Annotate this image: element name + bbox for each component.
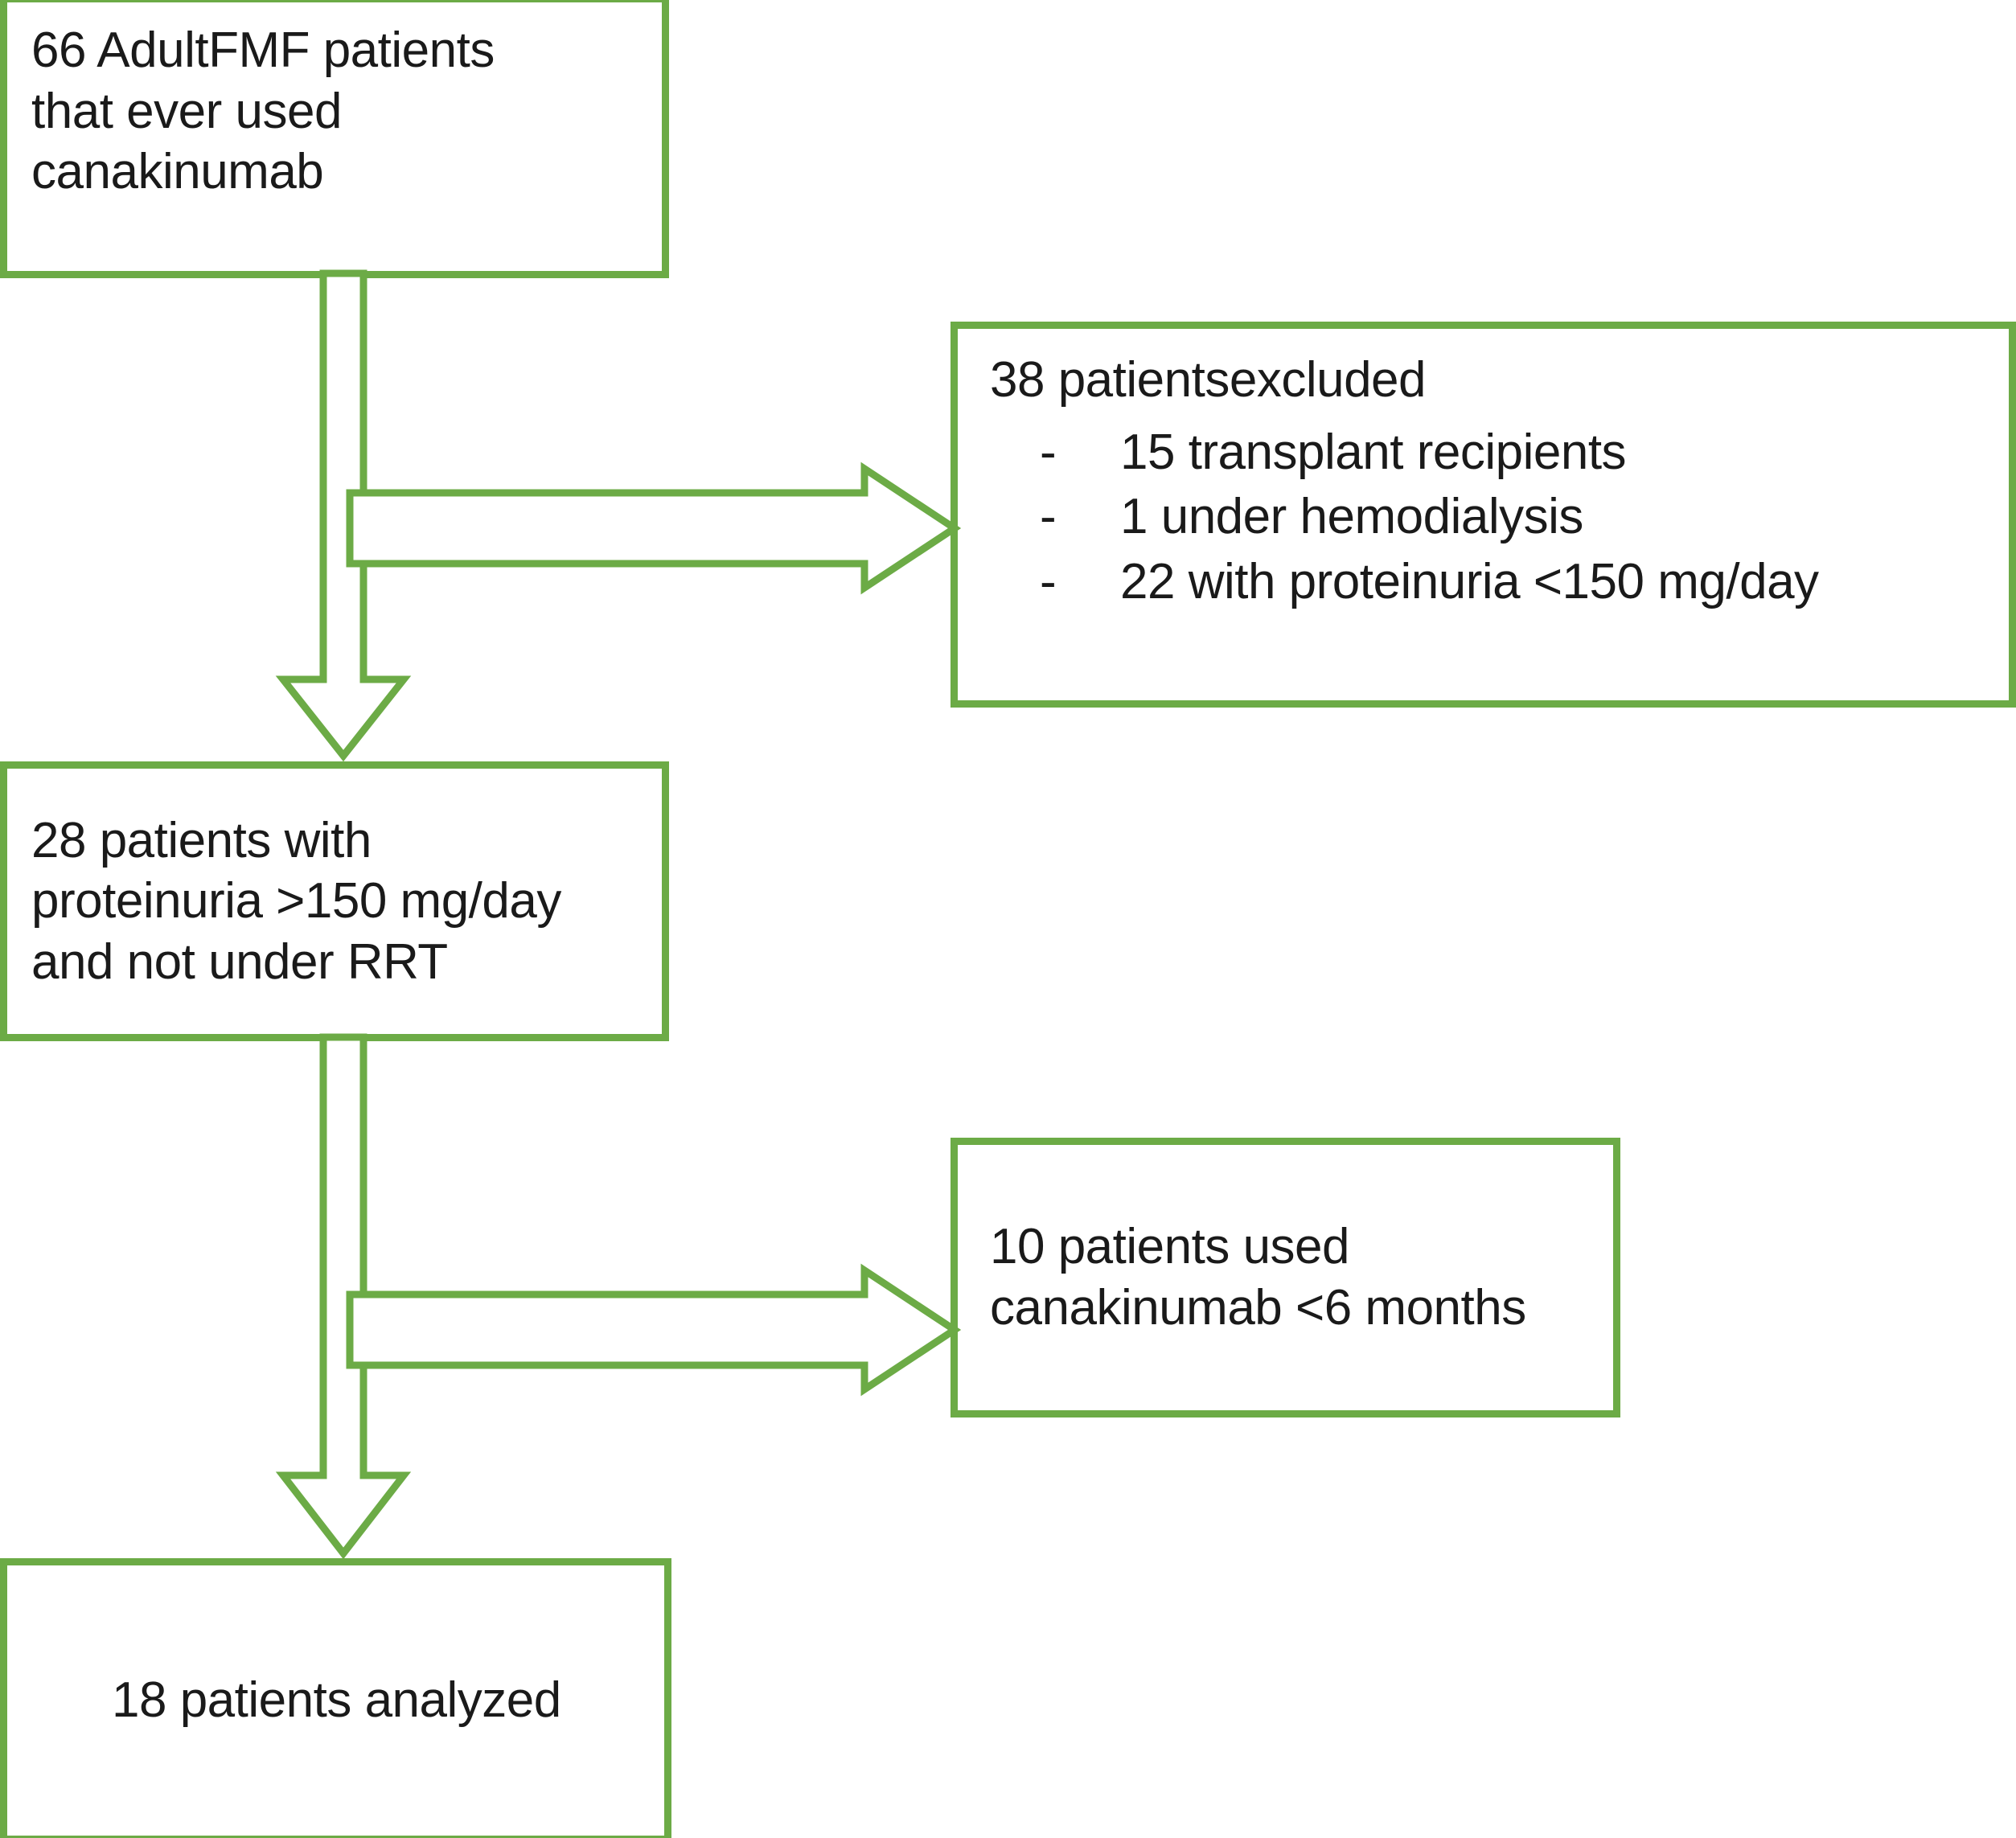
- node-excluded-bullet-list: - 15 transplant recipients - 1 under hem…: [990, 421, 2009, 615]
- arrow-eligible-to-shortuse: [346, 1263, 962, 1397]
- bullet-text: 22 with proteinuria <150 mg/day: [1120, 553, 1819, 609]
- node-shortuse-line-1: 10 patients used: [990, 1219, 1350, 1275]
- node-excluded-headline: 38 patientsexcluded: [990, 352, 1427, 408]
- bullet-text: 15 transplant recipients: [1120, 424, 1627, 480]
- bullet-dash-marker: -: [1040, 424, 1057, 480]
- node-eligible-line-2: proteinuria >150 mg/day: [31, 873, 561, 929]
- node-excluded-patients: 38 patientsexcluded - 15 transplant reci…: [951, 322, 2016, 708]
- node-analyzed-patients: 18 patients analyzed: [0, 1558, 671, 1838]
- node-shortuse-line-2: canakinumab <6 months: [990, 1280, 1526, 1335]
- node-enrolled-line-1: 66 AdultFMF patients: [31, 23, 495, 78]
- node-short-duration-patients: 10 patients used canakinumab <6 months: [951, 1138, 1620, 1417]
- node-excluded-bullet-item: - 22 with proteinuria <150 mg/day: [1040, 550, 2009, 615]
- node-eligible-line-3: and not under RRT: [31, 933, 448, 990]
- bullet-dash-marker: -: [1040, 489, 1057, 545]
- node-excluded-bullet-item: - 15 transplant recipients: [1040, 421, 2009, 486]
- node-enrolled-line-3: canakinumab: [31, 144, 324, 200]
- node-enrolled-line-2: that ever used: [31, 83, 342, 139]
- bullet-dash-marker: -: [1040, 553, 1057, 609]
- arrow-eligible-to-analyzed: [275, 1033, 412, 1560]
- node-eligible-patients: 28 patients with proteinuria >150 mg/day…: [0, 761, 669, 1041]
- bullet-text: 1 under hemodialysis: [1120, 489, 1583, 545]
- node-analyzed-line-1: 18 patients analyzed: [112, 1672, 561, 1729]
- node-enrolled-patients: 66 AdultFMF patients that ever used cana…: [0, 0, 669, 278]
- arrow-enrolled-to-eligible: [275, 269, 412, 762]
- node-eligible-line-1: 28 patients with: [31, 812, 372, 868]
- arrow-enrolled-to-excluded: [346, 462, 962, 595]
- node-excluded-bullet-item: - 1 under hemodialysis: [1040, 485, 2009, 550]
